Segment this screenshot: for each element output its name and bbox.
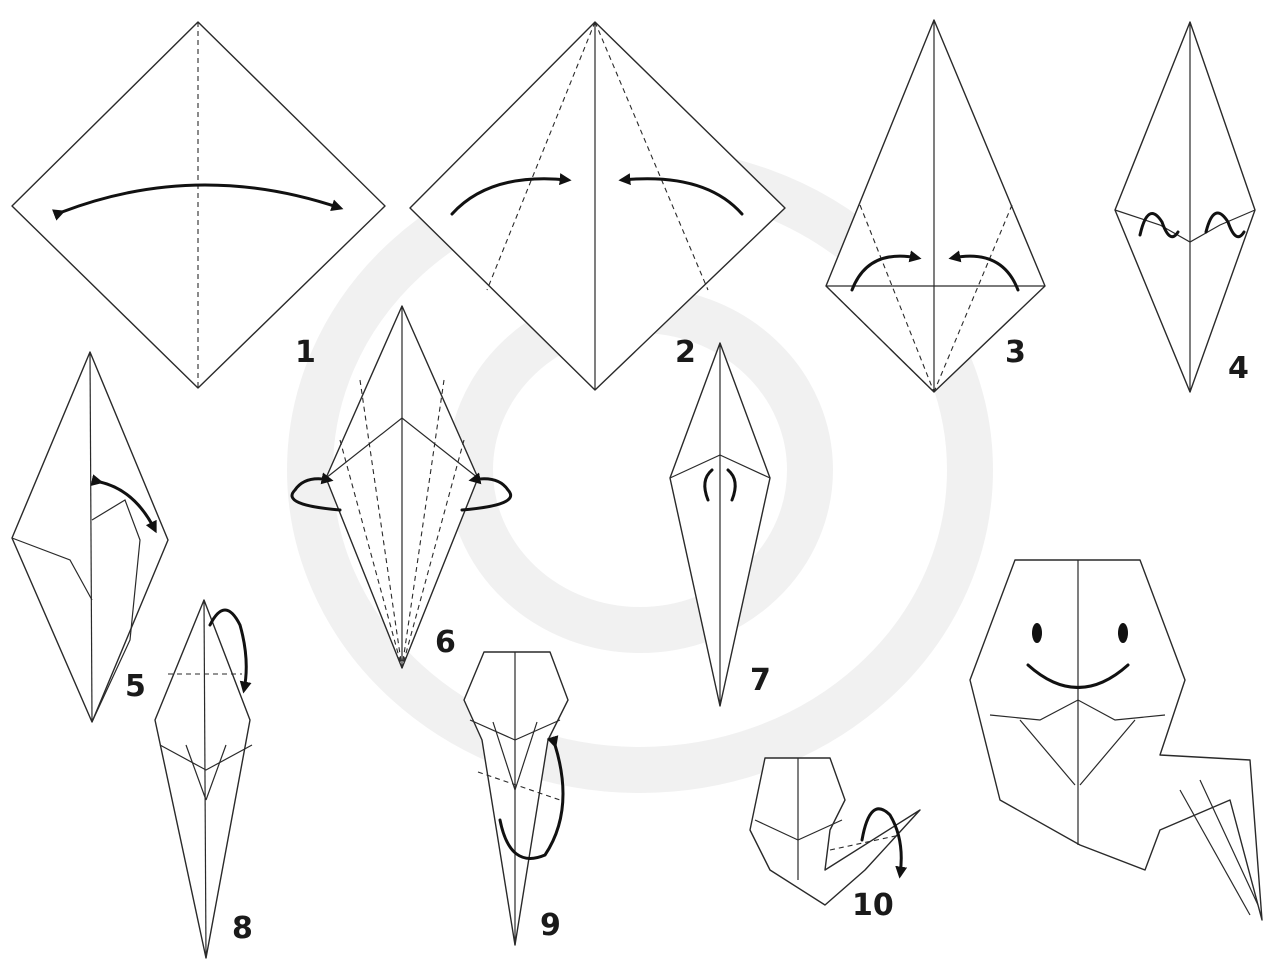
ghost-right-eye <box>1118 623 1128 643</box>
step-number-10: 10 <box>852 888 894 923</box>
step-8-figure <box>155 600 252 958</box>
step-number-4: 4 <box>1228 351 1249 386</box>
step-10-figure <box>750 758 920 905</box>
ghost-left-eye <box>1032 623 1042 643</box>
step-7-figure <box>670 343 770 706</box>
step-number-6: 6 <box>435 625 456 660</box>
step-4-figure <box>1115 22 1255 392</box>
final-ghost-figure <box>970 560 1262 920</box>
step-number-3: 3 <box>1005 335 1026 370</box>
step-number-7: 7 <box>750 663 771 698</box>
step-number-1: 1 <box>295 335 316 370</box>
step-number-5: 5 <box>125 669 146 704</box>
step-number-2: 2 <box>675 335 696 370</box>
step-number-9: 9 <box>540 908 561 943</box>
step-5-figure <box>12 352 168 722</box>
step-number-8: 8 <box>232 911 253 946</box>
step-9-figure <box>464 652 568 945</box>
